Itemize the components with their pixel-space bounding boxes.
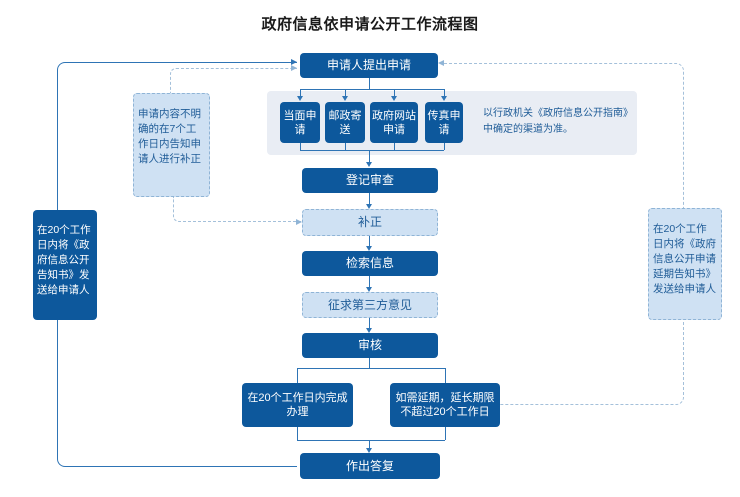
connector-drop-3: [394, 89, 395, 97]
connector-register-correction: [369, 193, 370, 205]
connector-merge-top: [300, 150, 444, 151]
note-correction-box: 申请内容不明确的在7个工作日内告知申请人进行补正: [133, 93, 210, 197]
node-retrieve: 检索信息: [302, 251, 438, 276]
notice-left-box: 在20个工作日内将《政府信息公开告知书》发送给申请人: [33, 210, 97, 320]
arrow-into-channel-4: [441, 96, 447, 101]
connector-rise-4: [444, 143, 445, 150]
arrow-into-register: [366, 162, 372, 167]
arrow-into-thirdparty: [366, 287, 372, 292]
channels-note: 以行政机关《政府信息公开指南》中确定的渠道为准。: [483, 108, 633, 135]
node-register: 登记审查: [302, 168, 438, 193]
arrow-into-correction: [366, 204, 372, 209]
arrow-dash-into-correction: [296, 219, 302, 225]
page-title: 政府信息依申请公开工作流程图: [261, 16, 479, 33]
connector-to-extend: [445, 368, 446, 383]
node-third-party: 征求第三方意见: [302, 292, 438, 318]
connector-to-reply: [369, 440, 370, 449]
arrow-into-retrieve: [366, 246, 372, 251]
connector-correctionnote-correction: [173, 197, 302, 222]
connector-drop-4: [444, 89, 445, 97]
arrow-dash-into-apply-right: [438, 60, 444, 66]
connector-review-drop: [369, 358, 370, 368]
arrow-into-channel-3: [391, 96, 397, 101]
connector-drop-1: [300, 89, 301, 97]
connector-correctionnote-apply: [170, 68, 297, 94]
node-correction: 补正: [302, 209, 438, 236]
connector-drop-2: [345, 89, 346, 97]
node-channel-fax: 传真申请: [425, 102, 463, 143]
note-correction-text: 申请内容不明确的在7个工作日内告知申请人进行补正: [138, 108, 201, 165]
connector-to-complete: [297, 368, 298, 383]
connector-complete-down: [297, 427, 298, 440]
connector-thirdparty-review: [369, 318, 370, 329]
connector-branch-bottom: [297, 368, 445, 369]
connector-extend-down: [445, 427, 446, 440]
connector-merge-bottom: [297, 440, 445, 441]
arrow-into-channel-1: [297, 96, 303, 101]
connector-rise-2: [345, 143, 346, 150]
arrow-into-channel-2: [342, 96, 348, 101]
notice-right-text: 在20个工作日内将《政府信息公开申请延期告知书》 发送给申请人: [653, 223, 716, 295]
node-channel-mail: 邮政寄送: [325, 102, 365, 143]
node-channel-website: 政府网站申请: [370, 102, 418, 143]
node-extend: 如需延期，延长期限不超过20个工作日: [390, 383, 500, 427]
connector-apply-drop: [369, 77, 370, 89]
notice-left-text: 在20个工作日内将《政府信息公开告知书》发送给申请人: [37, 224, 91, 296]
notice-right-box: 在20个工作日内将《政府信息公开申请延期告知书》 发送给申请人: [648, 208, 722, 320]
node-channel-inperson: 当面申请: [280, 102, 320, 143]
arrow-into-review: [366, 328, 372, 333]
arrow-left-loop-into-apply: [291, 59, 297, 65]
node-complete: 在20个工作日内完成办理: [242, 383, 353, 427]
connector-retrieve-thirdparty: [369, 276, 370, 288]
connector-branch-top: [300, 89, 444, 90]
node-review: 审核: [302, 333, 438, 358]
node-reply: 作出答复: [300, 453, 440, 479]
node-apply: 申请人提出申请: [300, 53, 438, 78]
connector-rise-3: [394, 143, 395, 150]
arrow-dash-into-apply-left: [291, 65, 297, 71]
connector-correction-retrieve: [369, 236, 370, 247]
connector-to-register: [369, 150, 370, 163]
arrow-into-reply: [366, 448, 372, 453]
connector-rise-1: [300, 143, 301, 150]
